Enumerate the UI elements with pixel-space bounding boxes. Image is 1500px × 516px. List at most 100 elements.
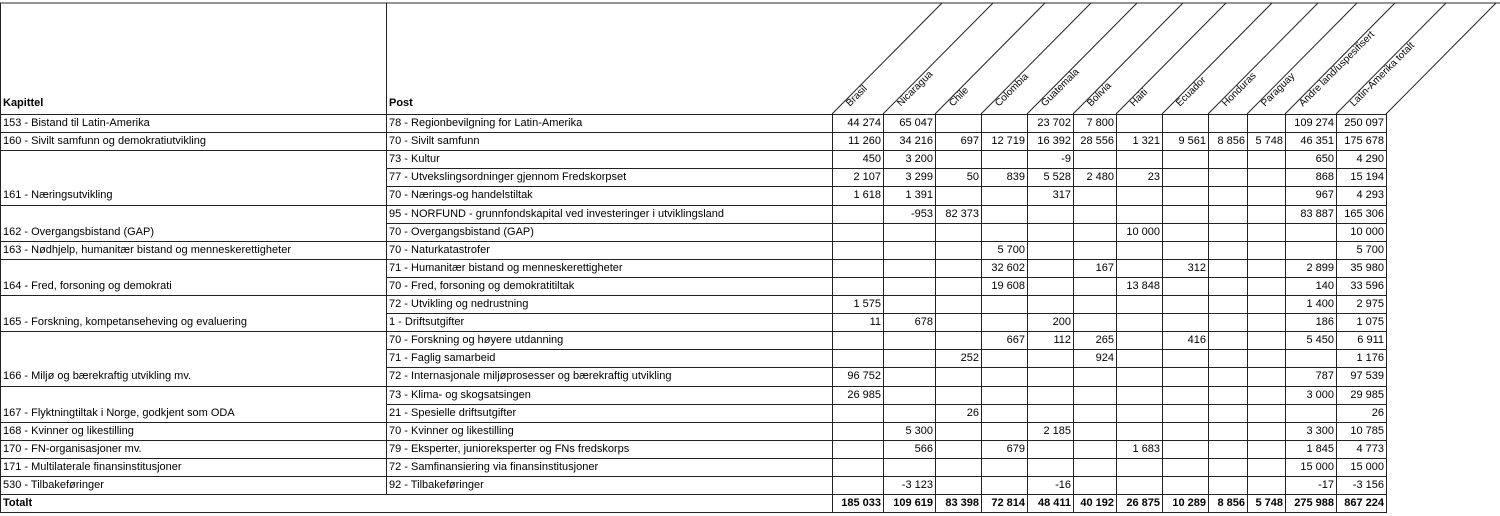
value-cell — [935, 476, 981, 494]
value-cell: 4 293 — [1356, 189, 1384, 202]
kapittel-cell: 171 - Multilaterale finansinstitusjoner — [3, 460, 182, 473]
value-cell — [1116, 458, 1162, 476]
total-value-cell: 72 814 — [991, 497, 1025, 510]
value-cell: -3 156 — [1352, 479, 1384, 491]
total-value-cell: 275 988 — [1294, 497, 1334, 510]
value-cell — [1162, 313, 1208, 331]
value-cell — [883, 386, 935, 404]
value-cell — [1208, 241, 1247, 259]
value-cell — [935, 186, 981, 204]
value-cell — [981, 476, 1027, 494]
value-cell: 11 260 — [848, 135, 881, 148]
value-cell: 23 702 — [1037, 117, 1071, 129]
post-cell: 71 - Faglig samarbeid — [389, 352, 496, 365]
value-cell — [883, 404, 935, 422]
row-divider — [0, 240, 1387, 242]
value-cell — [832, 458, 883, 476]
value-cell: 29 985 — [1350, 388, 1384, 401]
row-divider — [386, 349, 1387, 351]
value-cell: 2 975 — [1356, 298, 1384, 310]
value-cell: 34 216 — [899, 135, 933, 148]
value-cell — [1247, 205, 1285, 223]
post-cell: 70 - Nærings-og handelstiltak — [389, 189, 533, 202]
row-divider — [0, 132, 1387, 134]
value-cell — [1208, 114, 1247, 132]
value-cell: 165 306 — [1344, 207, 1384, 220]
value-cell — [1247, 168, 1285, 186]
value-cell — [1162, 150, 1208, 168]
row-divider — [0, 421, 1387, 423]
value-cell — [1208, 259, 1247, 277]
total-value-cell: 109 619 — [893, 497, 933, 510]
value-cell: 65 047 — [899, 117, 933, 129]
value-cell: 1 575 — [853, 298, 881, 310]
value-cell — [1073, 186, 1116, 204]
value-cell: 83 887 — [1300, 207, 1334, 220]
value-cell — [935, 223, 981, 241]
post-cell: 70 - Forskning og høyere utdanning — [389, 334, 564, 347]
value-cell: 839 — [1006, 171, 1025, 184]
value-cell — [981, 349, 1027, 367]
value-cell — [1073, 476, 1116, 494]
value-cell — [1116, 241, 1162, 259]
value-cell — [1208, 404, 1247, 422]
value-cell — [1027, 458, 1073, 476]
row-divider — [0, 204, 1387, 206]
value-cell: 2 185 — [1043, 424, 1071, 437]
kapittel-post-divider — [386, 3, 387, 495]
value-cell — [1027, 205, 1073, 223]
value-cell — [1027, 404, 1073, 422]
value-cell — [832, 422, 883, 440]
total-value-cell: 48 411 — [1037, 497, 1071, 510]
value-cell — [935, 386, 981, 404]
post-cell: 70 - Overgangsbistand (GAP) — [389, 225, 534, 238]
value-cell — [1162, 386, 1208, 404]
value-cell — [1073, 277, 1116, 295]
value-cell — [1162, 186, 1208, 204]
header-bottom-border — [0, 114, 1387, 115]
post-cell: 79 - Eksperter, junioreksperter og FNs f… — [389, 442, 630, 455]
value-cell: -9 — [1061, 153, 1071, 166]
total-value-cell: 26 875 — [1126, 497, 1160, 510]
value-cell: 5 700 — [1356, 243, 1384, 256]
value-cell — [832, 404, 883, 422]
row-divider — [0, 258, 1387, 260]
value-cell — [1208, 295, 1247, 313]
row-divider — [386, 222, 1387, 224]
value-cell: 109 274 — [1294, 117, 1334, 129]
value-cell — [935, 313, 981, 331]
header-kapittel: Kapittel — [3, 97, 44, 109]
value-cell — [1116, 114, 1162, 132]
value-cell — [1162, 367, 1208, 385]
post-cell: 70 - Kvinner og likestilling — [389, 424, 514, 437]
value-cell — [1162, 422, 1208, 440]
value-cell — [883, 331, 935, 349]
value-cell — [1247, 349, 1285, 367]
value-cell — [1247, 186, 1285, 204]
value-cell — [1247, 295, 1285, 313]
value-cell — [1208, 205, 1247, 223]
value-cell — [1116, 349, 1162, 367]
value-cell — [1116, 295, 1162, 313]
value-cell — [1116, 186, 1162, 204]
value-cell: 96 752 — [847, 370, 881, 383]
value-cell: 33 596 — [1350, 279, 1384, 292]
total-value-cell: 8 856 — [1217, 497, 1245, 510]
value-cell — [1116, 259, 1162, 277]
row-divider — [0, 385, 1387, 387]
value-cell — [832, 476, 883, 494]
value-cell: 6 911 — [1357, 334, 1384, 347]
post-cell: 72 - Samfinansiering via finansinstitusj… — [389, 460, 599, 473]
value-cell: 967 — [1315, 189, 1334, 202]
value-cell: 3 300 — [1306, 424, 1334, 437]
value-cell: 679 — [1006, 442, 1025, 455]
value-cell — [1162, 476, 1208, 494]
value-cell — [883, 223, 935, 241]
kapittel-cell: 160 - Sivilt samfunn og demokratiutvikli… — [3, 135, 206, 148]
row-divider — [386, 403, 1387, 405]
value-cell — [1162, 277, 1208, 295]
value-cell — [981, 367, 1027, 385]
post-cell: 72 - Utvikling og nedrustning — [389, 298, 529, 310]
value-cell — [832, 440, 883, 458]
total-value-cell: 83 398 — [945, 497, 979, 510]
